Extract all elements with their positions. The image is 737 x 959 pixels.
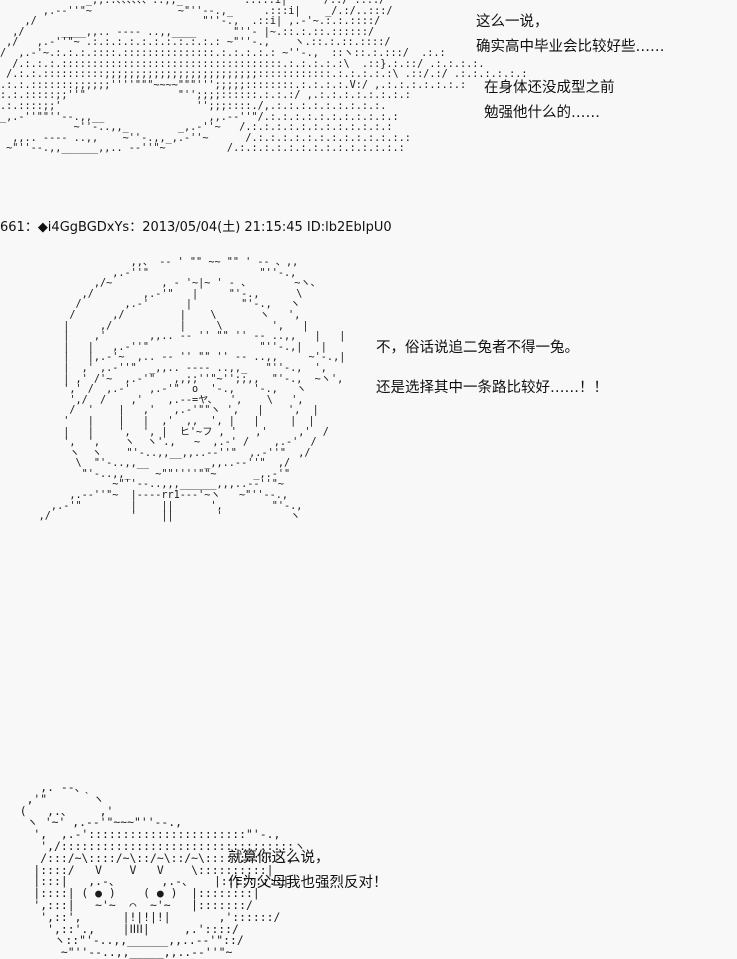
ascii-art-top-scene: _,,..、、、、、、..,,_ .::::i| /.:/ ...:/ ,.-‐…: [0, 0, 528, 155]
dialogue-middle-first: 不，俗话说追二兔者不得一兔。: [376, 340, 579, 356]
dialogue-middle-second: 还是选择其中一条路比较好……！！: [376, 380, 608, 396]
ascii-art-middle-scene: ,,、 -‐ ' "" ~~ "" ' ‐- 、,, ,.‐''" "''-.,…: [38, 257, 346, 523]
dialogue-top-second: 在身体还没成型之前 勉强他什么的……: [484, 80, 615, 121]
dialogue-bottom-first: 就算你这么说， 作为父母我也强烈反对！: [228, 850, 388, 891]
post-meta-line: 661：◆i4GgBGDxYs：2013/05/04(土) 21:15:45 I…: [0, 220, 392, 235]
dialogue-top-first: 这么一说， 确实高中毕业会比较好些……: [476, 14, 665, 55]
ascii-art-bottom-scene: ,. ‐-、 ,'" ｀ヽ ( ,.、 ,' ヽ '~' ,.-‐'"~~~"'…: [19, 780, 306, 959]
